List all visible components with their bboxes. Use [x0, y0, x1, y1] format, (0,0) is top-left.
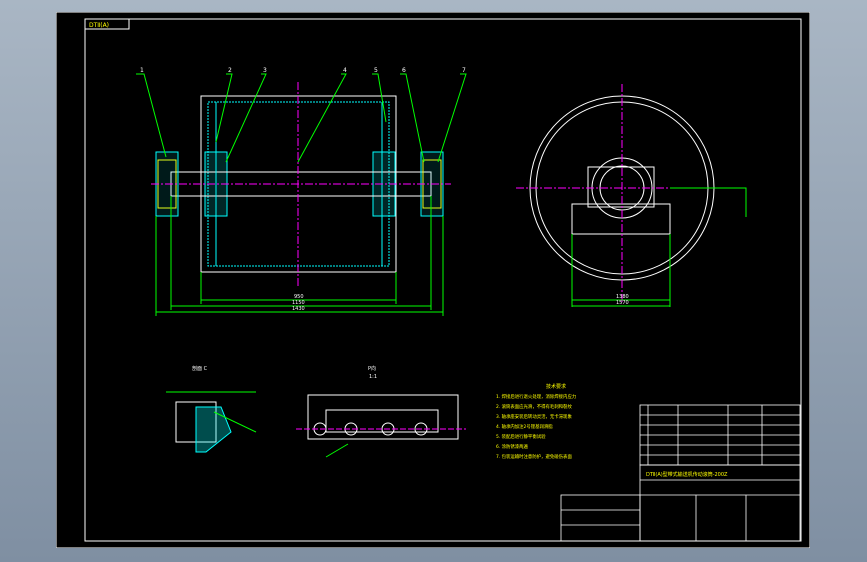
- part-numbers: 1 2 3 4 5 6 7: [140, 67, 466, 74]
- stamp-box: [84, 18, 130, 30]
- side-bearing-block: [587, 166, 655, 208]
- part-number-3: 3: [263, 67, 267, 74]
- tech-req-3: 3. 轴承座安装后转动灵活，无卡滞现象: [496, 413, 572, 420]
- part-number-2: 2: [228, 67, 232, 74]
- tech-requirements-title: 技术要求: [546, 383, 566, 390]
- cad-drawing-sheet: DTⅡ(A) 1 2 3 4 5 6 7: [56, 12, 810, 548]
- dim-mid: 1150: [292, 300, 305, 306]
- section-ref: 剖面 C: [192, 365, 208, 372]
- title-block: [560, 464, 801, 542]
- part-number-4: 4: [343, 67, 347, 74]
- dim-inner: 950: [294, 294, 304, 300]
- part-number-7: 7: [462, 67, 466, 74]
- p-view-detail: [296, 394, 466, 458]
- section-scale: 1:1: [369, 374, 377, 380]
- inner-frame: [84, 18, 802, 542]
- tech-req-7: 7. 包装运输时注意防护，避免碰伤表面: [496, 453, 572, 460]
- tech-req-6: 6. 涂防锈漆两遍: [496, 443, 529, 450]
- tech-req-2: 2. 滚筒表面应光滑，不得有毛刺和裂纹: [496, 403, 572, 410]
- part-number-5: 5: [374, 67, 378, 74]
- part-number-6: 6: [402, 67, 406, 74]
- parts-table: [639, 404, 801, 466]
- side-bearing-base: [571, 203, 671, 235]
- cad-viewport[interactable]: DTⅡ(A) 1 2 3 4 5 6 7: [56, 12, 810, 548]
- pulley-dimensions: [155, 196, 444, 316]
- tech-req-1: 1. 焊接后进行退火处理，消除焊接内应力: [496, 393, 576, 400]
- dim-overall: 1430: [292, 306, 305, 312]
- tech-req-4: 4. 轴承内加注2号锂基润滑脂: [496, 423, 553, 430]
- section-label: P向: [368, 365, 376, 372]
- drawing-title: DTⅡ(A)型带式输送机传动滚筒-200Z: [646, 471, 728, 478]
- section-c-detail: [166, 391, 257, 453]
- dim-right-base-inner: 1380: [616, 294, 629, 300]
- title-stamp: DTⅡ(A): [89, 22, 109, 29]
- dim-right-base-outer: 1570: [616, 300, 629, 306]
- tech-requirements-list: 1. 焊接后进行退火处理，消除焊接内应力 2. 滚筒表面应光滑，不得有毛刺和裂纹…: [496, 393, 576, 460]
- side-dimensions: [571, 187, 747, 307]
- part-number-1: 1: [140, 67, 144, 74]
- pulley-dim-labels: 950 1150 1430: [292, 294, 305, 312]
- outer-frame: [56, 12, 810, 548]
- part-leaders: [136, 73, 467, 163]
- tech-req-5: 5. 装配后进行静平衡试验: [496, 433, 546, 440]
